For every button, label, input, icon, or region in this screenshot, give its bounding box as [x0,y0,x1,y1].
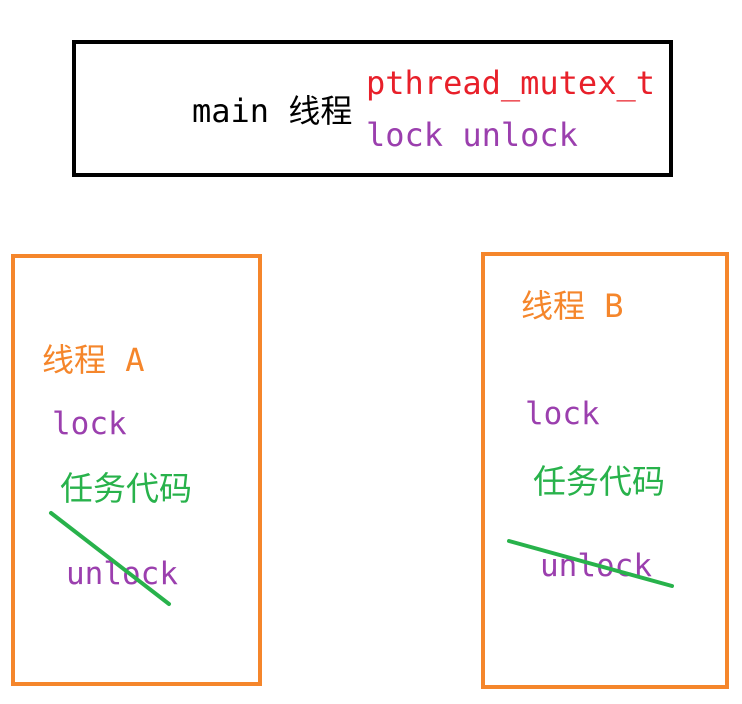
thread-b-box [481,252,729,689]
thread-b-task-code: 任务代码 [533,462,665,501]
thread-a-title: 线程 A [42,341,145,379]
main-thread-box [72,40,673,177]
lock-unlock-label: lock unlock [366,116,578,154]
main-thread-label: main 线程 [192,92,353,130]
thread-a-task-code: 任务代码 [60,469,192,508]
thread-a-lock: lock [52,406,127,442]
mutex-type-label: pthread_mutex_t [366,64,655,102]
thread-a-unlock: unlock [66,556,178,592]
thread-a-box [11,254,262,686]
thread-b-unlock: unlock [540,548,652,584]
thread-b-lock: lock [525,396,600,432]
thread-b-title: 线程 B [521,287,624,325]
